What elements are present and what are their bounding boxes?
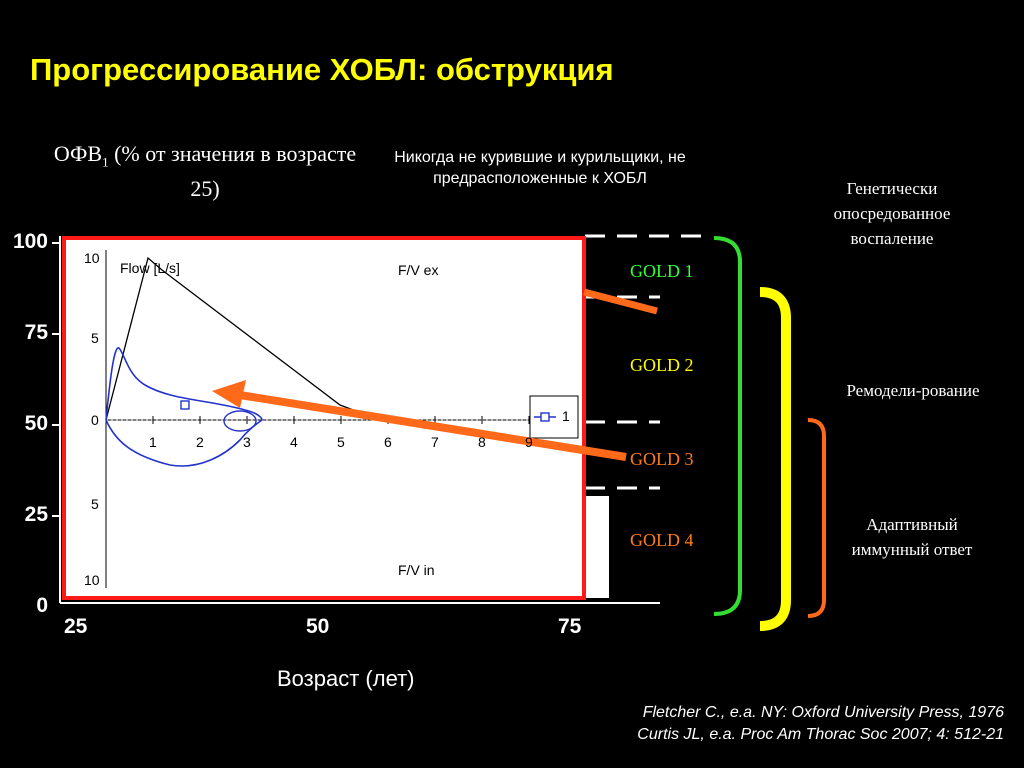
fev1-rest: (% от значения в возрасте 25) xyxy=(108,141,357,202)
inset-x-tick: 7 xyxy=(431,434,439,450)
slide-title: Прогрессирование ХОБЛ: обструкция xyxy=(30,52,614,87)
y-tick-label: 75 xyxy=(24,321,48,344)
gold-4-label: GOLD 4 xyxy=(630,530,694,550)
legend-marker xyxy=(540,412,550,422)
y-tick-label: 25 xyxy=(24,503,48,526)
hidden-slide-area xyxy=(585,496,609,598)
inset-flow-label: Flow [L/s] xyxy=(120,260,180,276)
orange-bracket xyxy=(807,418,826,618)
measured-small-loop xyxy=(223,410,257,432)
genetic-inflammation-label: Генетически опосредованное воспаление xyxy=(833,179,951,248)
yellow-bracket xyxy=(759,287,791,631)
inset-x-tick: 5 xyxy=(337,434,345,450)
gold-1-label: GOLD 1 xyxy=(630,261,694,281)
gold-3-label: GOLD 3 xyxy=(630,449,694,469)
citation-1: Fletcher C., e.a. NY: Oxford University … xyxy=(642,704,1004,721)
gold-2-label: GOLD 2 xyxy=(630,355,694,375)
green-bracket xyxy=(713,236,742,616)
orange-arrow-shaft xyxy=(239,391,627,461)
inset-y-tick: 0 xyxy=(91,412,99,428)
orange-arrow-head xyxy=(212,380,246,408)
adaptive-immune-label: Адаптивный иммунный ответ xyxy=(851,515,973,559)
x-tick-label: 25 xyxy=(64,615,88,638)
curve-marker-square xyxy=(180,400,190,410)
inset-x-tick-marks xyxy=(152,416,530,424)
never-smokers-label: Никогда не курившие и курильщики, не пре… xyxy=(394,149,686,187)
x-tick-label: 75 xyxy=(558,615,582,638)
measured-expiratory-curve xyxy=(105,347,263,421)
inset-y-tick: 5 xyxy=(91,496,99,512)
x-axis-title: Возраст (лет) xyxy=(277,666,415,691)
inset-x-tick: 4 xyxy=(290,434,298,450)
orange-line-right xyxy=(583,288,658,315)
citations: Fletcher C., e.a. NY: Oxford University … xyxy=(637,702,1004,746)
y-tick-label: 0 xyxy=(36,594,48,617)
inset-y-tick: 10 xyxy=(84,572,100,588)
inset-x-tick: 2 xyxy=(196,434,204,450)
fev1-sub: 1 xyxy=(102,154,109,170)
x-tick-label: 50 xyxy=(306,615,330,638)
flow-volume-inset-frame xyxy=(62,236,586,600)
inset-fv-ex-label: F/V ex xyxy=(398,262,439,278)
remodeling-label: Ремодели-рование xyxy=(846,381,980,400)
inset-x-tick: 3 xyxy=(243,434,251,450)
y-tick-label: 100 xyxy=(12,230,48,253)
inset-legend-label: 1 xyxy=(562,408,570,424)
fev1-main: ОФВ xyxy=(53,141,103,166)
inset-x-tick: 8 xyxy=(478,434,486,450)
fev1-axis-title: ОФВ1 (% от значения в возрасте 25) xyxy=(40,140,370,202)
inset-y-tick: 5 xyxy=(91,330,99,346)
y-tick-label: 50 xyxy=(24,412,48,435)
inset-x-tick: 1 xyxy=(149,434,157,450)
citation-2: Curtis JL, e.a. Proc Am Thorac Soc 2007;… xyxy=(637,726,1004,743)
inset-x-tick: 6 xyxy=(384,434,392,450)
inset-fv-in-label: F/V in xyxy=(398,562,435,578)
inset-x-tick: 9 xyxy=(525,434,533,450)
inset-y-tick: 10 xyxy=(84,250,100,266)
